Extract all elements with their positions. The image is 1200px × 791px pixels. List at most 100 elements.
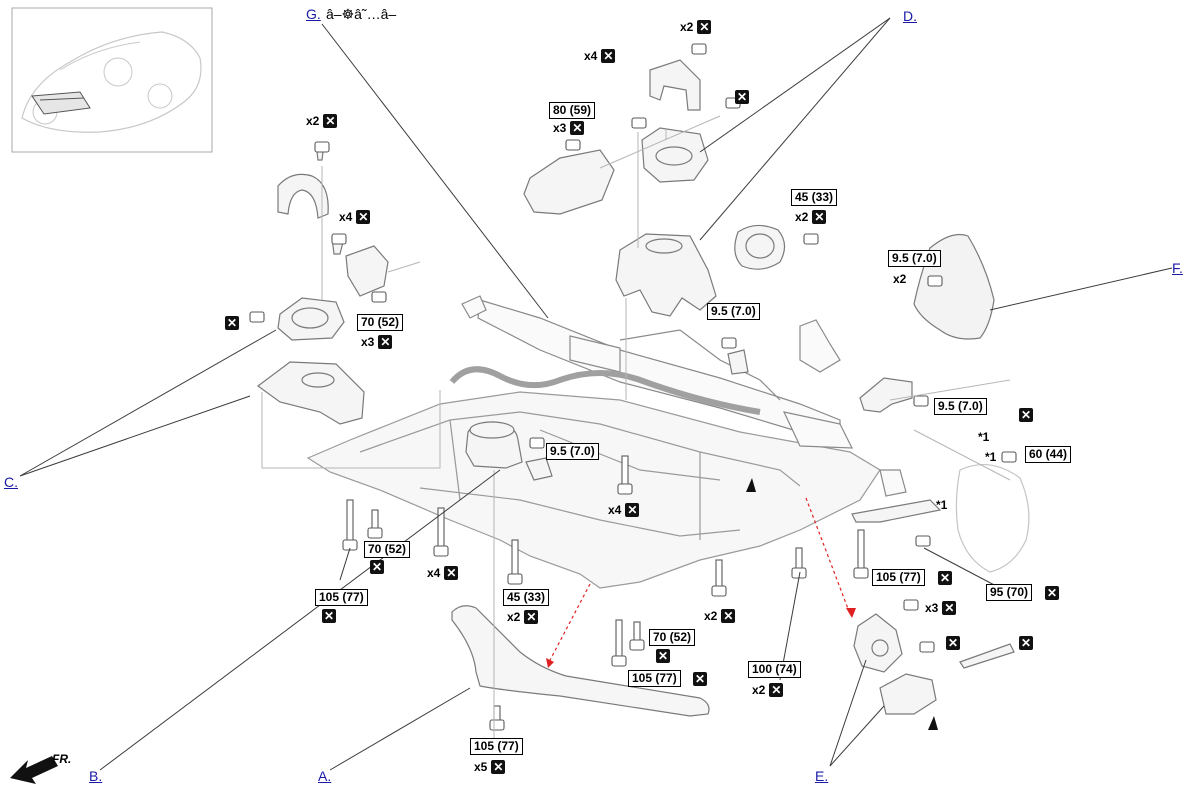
non-reusable-icon: ✕ xyxy=(444,565,459,580)
engine-mount-rear-parts xyxy=(523,59,786,317)
quantity-note: x2✕ xyxy=(507,609,539,624)
non-reusable-icon: ✕ xyxy=(524,609,539,624)
quantity-note: x2✕ xyxy=(704,608,736,623)
non-reusable-icon: ✕ xyxy=(225,315,239,330)
non-reusable-icon: ✕ xyxy=(812,209,827,224)
torque-spec: 45 (33) xyxy=(791,189,838,206)
torque-spec: 9.5 (7.0) xyxy=(707,303,760,320)
non-reusable-icon: ✕ xyxy=(323,113,338,128)
non-reusable-icon: ✕ xyxy=(570,120,585,135)
quantity-note: x3✕ xyxy=(553,120,585,135)
quantity-note: x2✕ xyxy=(680,19,712,34)
steering-gear-assembly xyxy=(461,295,907,497)
non-reusable-icon: ✕ xyxy=(735,89,749,104)
callout-g-link[interactable]: G. xyxy=(306,6,321,22)
non-reusable-note: ✕ xyxy=(731,88,749,104)
torque-spec: 105 (77) xyxy=(628,670,681,687)
non-reusable-icon: ✕ xyxy=(938,570,952,585)
non-reusable-icon: ✕ xyxy=(942,600,957,615)
quantity-note: x2✕ xyxy=(306,113,338,128)
non-reusable-icon: ✕ xyxy=(625,502,640,517)
front-direction-label: FR. xyxy=(52,752,72,766)
callout-g-label: â–☸â˜…â– xyxy=(326,6,397,22)
footnote-marker: *1 xyxy=(978,430,990,444)
non-reusable-icon: ✕ xyxy=(1019,635,1033,650)
engine-mount-left-parts xyxy=(256,143,389,425)
non-reusable-note: ✕ xyxy=(652,647,670,663)
non-reusable-icon: ✕ xyxy=(1045,585,1059,600)
torque-spec: 9.5 (7.0) xyxy=(934,398,987,415)
reference-arrows xyxy=(547,497,851,665)
non-reusable-note: ✕ xyxy=(366,558,384,574)
non-reusable-icon: ✕ xyxy=(769,682,784,697)
non-reusable-icon: ✕ xyxy=(656,648,670,663)
non-reusable-note: ✕ xyxy=(689,670,707,686)
quantity-note: x5✕ xyxy=(474,759,506,774)
quantity-note: x2✕ xyxy=(795,209,827,224)
transmission-mount-parts xyxy=(465,349,749,481)
quantity-note: x3✕ xyxy=(361,334,393,349)
rear-engine-mount-parts xyxy=(853,613,1015,715)
non-reusable-icon: ✕ xyxy=(370,559,384,574)
non-reusable-note: ✕ xyxy=(1015,406,1033,422)
non-reusable-icon: ✕ xyxy=(693,671,707,686)
stabilizer-bar xyxy=(449,366,761,415)
reference-arrowhead xyxy=(846,608,856,618)
torque-spec: 9.5 (7.0) xyxy=(888,250,941,267)
torque-spec: 70 (52) xyxy=(649,629,696,646)
torque-spec: 45 (33) xyxy=(503,589,550,606)
non-reusable-icon: ✕ xyxy=(601,48,616,63)
non-reusable-icon: ✕ xyxy=(697,19,712,34)
quantity-note: x2 xyxy=(893,271,907,286)
torque-spec: 70 (52) xyxy=(364,541,411,558)
callout-f-link[interactable]: F. xyxy=(1172,260,1183,276)
callout-b-link[interactable]: B. xyxy=(89,768,103,784)
torque-spec: 105 (77) xyxy=(872,569,925,586)
reference-arrowhead xyxy=(546,658,554,668)
torque-spec: 70 (52) xyxy=(357,314,404,331)
vehicle-locator-inset xyxy=(11,7,213,153)
orientation-pointer xyxy=(928,716,938,730)
front-direction-arrow xyxy=(10,756,58,784)
lower-arm-bracket xyxy=(851,499,942,523)
torque-spec: 105 (77) xyxy=(470,738,523,755)
non-reusable-note: ✕ xyxy=(221,314,239,330)
torque-spec: 100 (74) xyxy=(748,661,801,678)
steering-knuckle xyxy=(955,464,1030,573)
non-reusable-icon: ✕ xyxy=(721,608,736,623)
torque-spec: 9.5 (7.0) xyxy=(546,443,599,460)
non-reusable-note: ✕ xyxy=(1015,634,1033,650)
non-reusable-note: ✕ xyxy=(942,634,960,650)
callout-c-link[interactable]: C. xyxy=(4,474,18,490)
non-reusable-icon: ✕ xyxy=(322,608,336,623)
heat-insulator-bracket xyxy=(859,377,913,413)
quantity-note: x4✕ xyxy=(339,209,371,224)
callout-e-link[interactable]: E. xyxy=(815,768,829,784)
non-reusable-icon: ✕ xyxy=(491,759,506,774)
quantity-note: x3✕ xyxy=(925,600,957,615)
front-suspension-member-brace xyxy=(451,605,710,717)
torque-spec: 105 (77) xyxy=(315,589,368,606)
non-reusable-icon: ✕ xyxy=(1019,407,1033,422)
non-reusable-icon: ✕ xyxy=(946,635,960,650)
bolts xyxy=(249,43,1017,731)
non-reusable-note: ✕ xyxy=(934,569,952,585)
footnote-marker: *1 xyxy=(985,450,997,464)
footnote-marker: *1 xyxy=(936,498,948,512)
non-reusable-note: ✕ xyxy=(1041,584,1059,600)
quantity-note: x2✕ xyxy=(752,682,784,697)
torque-spec: 95 (70) xyxy=(986,584,1033,601)
quantity-note: x4✕ xyxy=(584,48,616,63)
non-reusable-icon: ✕ xyxy=(356,209,371,224)
orientation-pointer xyxy=(746,478,756,492)
non-reusable-note: ✕ xyxy=(318,607,336,623)
torque-spec: 60 (44) xyxy=(1025,446,1072,463)
quantity-note: x4✕ xyxy=(608,502,640,517)
callout-a-link[interactable]: A. xyxy=(318,768,332,784)
front-subframe xyxy=(306,391,881,589)
callout-d-link[interactable]: D. xyxy=(903,8,917,24)
quantity-note: x4✕ xyxy=(427,565,459,580)
non-reusable-icon: ✕ xyxy=(378,334,393,349)
